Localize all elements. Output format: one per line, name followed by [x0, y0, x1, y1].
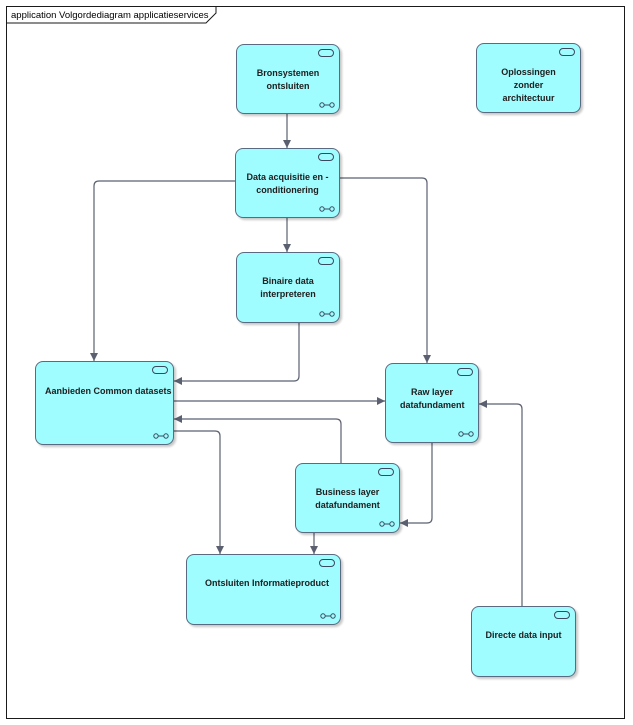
diagram-frame: [6, 6, 625, 719]
node-oplossingen-zonder-architectuur[interactable]: Oplossingen zonder architectuur: [476, 43, 581, 113]
node-binaire-data-interpreteren[interactable]: Binaire data interpreteren: [236, 252, 340, 323]
component-icon: [318, 49, 334, 57]
interface-icon: [458, 431, 474, 437]
connector-binaire-data-to-aanbieden[interactable]: [174, 323, 300, 385]
node-label: Business layer datafundament: [315, 487, 380, 510]
node-label: Data acquisitie en -conditionering: [246, 172, 329, 195]
frame-title-tab: [6, 6, 217, 24]
node-label: Binaire data interpreteren: [260, 276, 316, 299]
interface-icon: [153, 433, 169, 439]
interface-icon: [379, 521, 395, 527]
component-icon: [318, 153, 334, 161]
node-directe-data-input[interactable]: Directe data input: [471, 606, 576, 677]
node-raw-layer-datafundament[interactable]: Raw layer datafundament: [385, 363, 479, 443]
interface-icon: [319, 311, 335, 317]
connector-data-acquisitie-to-aanbieden[interactable]: [90, 180, 236, 361]
component-icon: [457, 368, 473, 376]
interface-icon: [319, 206, 335, 212]
node-aanbieden-common-datasets[interactable]: Aanbieden Common datasets: [35, 361, 174, 445]
connector-data-acquisitie-to-raw-layer[interactable]: [340, 177, 431, 363]
connector-aanbieden-to-ontsluiten[interactable]: [174, 430, 224, 554]
connector-business-layer-to-aanbieden[interactable]: [174, 415, 342, 463]
node-ontsluiten-informatieproduct[interactable]: Ontsluiten Informatieproduct: [186, 554, 341, 625]
node-bronsystemen-ontsluiten[interactable]: Bronsystemen ontsluiten: [236, 44, 340, 114]
node-label: Bronsystemen ontsluiten: [256, 68, 320, 91]
connector-directe-to-raw-layer[interactable]: [479, 400, 523, 606]
component-icon: [559, 48, 575, 56]
node-data-acquisitie-en-conditionering[interactable]: Data acquisitie en -conditionering: [235, 148, 340, 218]
component-icon: [318, 257, 334, 265]
component-icon: [319, 559, 335, 567]
component-icon: [152, 366, 168, 374]
component-icon: [554, 611, 570, 619]
node-label: Oplossingen zonder architectuur: [501, 67, 556, 103]
diagram-title: application Volgordediagram applicatiese…: [11, 10, 209, 21]
interface-icon: [320, 613, 336, 619]
interface-icon: [319, 102, 335, 108]
component-icon: [378, 468, 394, 476]
node-label: Aanbieden Common datasets: [45, 386, 172, 396]
node-label: Ontsluiten Informatieproduct: [205, 578, 330, 588]
node-label: Directe data input: [485, 630, 562, 640]
node-business-layer-datafundament[interactable]: Business layer datafundament: [295, 463, 400, 533]
node-label: Raw layer datafundament: [400, 387, 465, 410]
connector-raw-layer-to-business-layer[interactable]: [400, 443, 433, 527]
